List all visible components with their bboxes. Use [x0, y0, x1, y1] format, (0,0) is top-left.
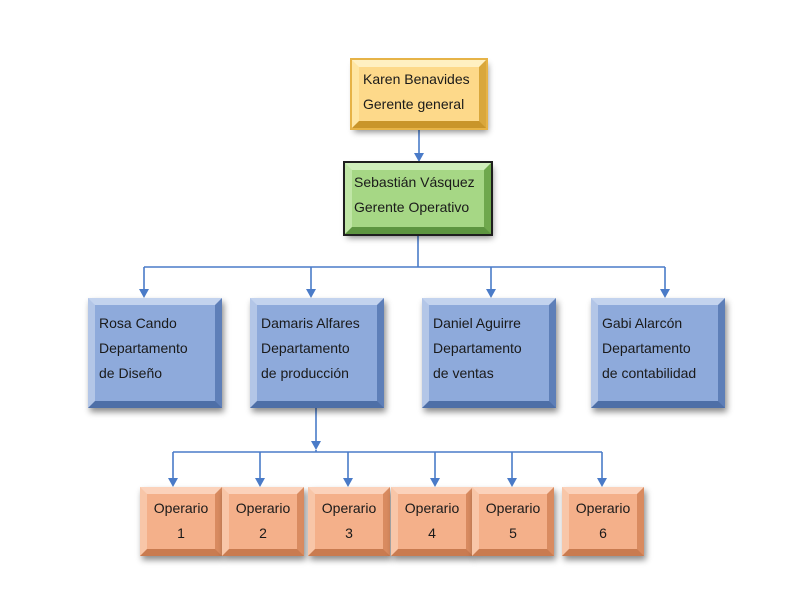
node-operator-1: Operario 1 — [140, 487, 222, 556]
connector-production-to-operators — [168, 408, 607, 487]
node-operator-4: Operario 4 — [391, 487, 473, 556]
node-operator-5: Operario 5 — [472, 487, 554, 556]
node-name: Daniel Aguirre — [433, 315, 521, 331]
node-label: Operario — [235, 500, 291, 516]
node-operator-2: Operario 2 — [222, 487, 304, 556]
node-line: de producción — [261, 365, 349, 381]
node-name: Damaris Alfares — [261, 315, 360, 331]
node-number: 1 — [177, 525, 185, 541]
node-department-sales: Daniel Aguirre Departamento de ventas — [422, 298, 556, 408]
node-number: 4 — [428, 525, 436, 541]
node-department-design: Rosa Cando Departamento de Diseño — [88, 298, 222, 408]
node-number: 6 — [599, 525, 607, 541]
node-role: Gerente Operativo — [354, 199, 470, 215]
node-number: 2 — [259, 525, 267, 541]
node-operator-3: Operario 3 — [308, 487, 390, 556]
node-name: Rosa Cando — [99, 315, 177, 331]
node-number: 3 — [345, 525, 353, 541]
node-label: Operario — [404, 500, 460, 516]
node-operator-6: Operario 6 — [562, 487, 644, 556]
node-line: de ventas — [433, 365, 494, 381]
node-line: de contabilidad — [602, 365, 697, 381]
node-gerente-operativo: Sebastián Vásquez Gerente Operativo — [343, 161, 493, 236]
node-line: Departamento — [99, 340, 188, 356]
node-label: Operario — [321, 500, 377, 516]
node-line: Departamento — [261, 340, 350, 356]
connector-top-to-operations — [414, 128, 424, 162]
node-label: Operario — [153, 500, 209, 516]
node-name: Karen Benavides — [363, 71, 470, 87]
node-department-production: Damaris Alfares Departamento de producci… — [250, 298, 384, 408]
node-number: 5 — [509, 525, 517, 541]
node-line: Departamento — [602, 340, 691, 356]
node-name: Gabi Alarcón — [602, 315, 683, 331]
node-department-accounting: Gabi Alarcón Departamento de contabilida… — [591, 298, 725, 408]
connector-operations-to-departments — [139, 234, 670, 298]
node-label: Operario — [485, 500, 541, 516]
node-gerente-general: Karen Benavides Gerente general — [350, 58, 488, 130]
node-name: Sebastián Vásquez — [354, 174, 475, 190]
node-line: Departamento — [433, 340, 522, 356]
node-label: Operario — [575, 500, 631, 516]
node-role: Gerente general — [363, 96, 465, 112]
node-line: de Diseño — [99, 365, 163, 381]
